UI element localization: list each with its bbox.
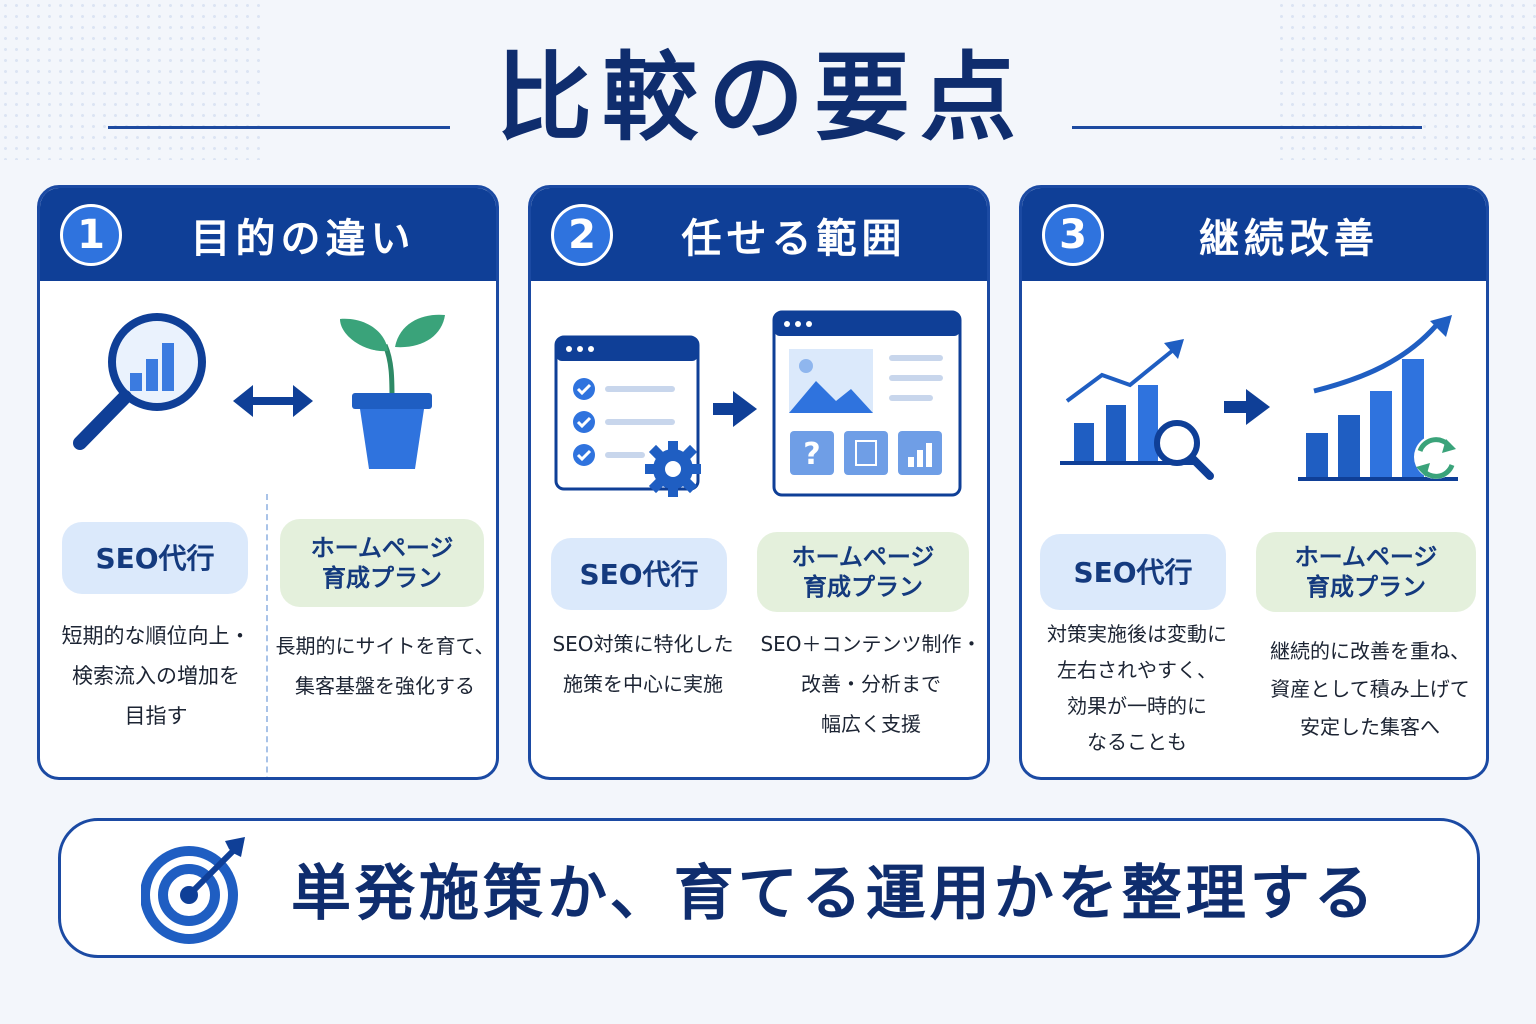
title-rule-left [108,126,450,129]
card-purpose: 1 目的の違い SEO代行 ホームページ 育成プラン 短期的な順位向上・ 検索流… [37,185,499,780]
card-number: 2 [551,204,613,266]
card-continuous-improvement: 3 継続改善 [1019,185,1489,780]
purpose-illustration [73,313,445,469]
checklist-window-icon [554,335,700,491]
card-scope: 2 任せる範囲 [528,185,990,780]
card-title: 継続改善 [1199,215,1379,262]
desc-homepage-plan: SEO＋コンテンツ制作・ 改善・分析まで 幅広く支援 [760,632,982,736]
website-layout-icon: ? [772,310,962,497]
growth-chart-refresh-icon [1298,315,1458,481]
magnifier-chart-icon [73,313,206,450]
card-title: 任せる範囲 [681,215,907,262]
card-title: 目的の違い [190,215,416,262]
desc-homepage-plan: 継続的に改善を重ね、 資産として積み上げて 安定した集客へ [1270,639,1470,739]
label-homepage-plan: ホームページ 育成プラン [1256,532,1476,612]
label-homepage-plan: ホームページ 育成プラン [757,532,969,612]
desc-homepage-plan: 長期的にサイトを育て、 集客基盤を強化する [275,634,495,698]
card-header: 1 目的の違い [40,188,496,281]
gear-icon [645,441,701,497]
summary-banner: 単発施策か、育てる運用かを整理する [58,818,1480,958]
card-number: 3 [1042,204,1104,266]
label-seo-agency: SEO代行 [62,522,248,594]
target-icon [141,837,245,944]
arrow-right-icon [713,391,757,427]
banner-message: 単発施策か、育てる運用かを整理する [291,858,1378,929]
dot-pattern-decoration [1276,0,1536,160]
dashed-divider [266,494,268,777]
card-header: 3 継続改善 [1022,188,1486,281]
scope-illustration: ? [554,310,962,497]
arrow-right-icon [1224,389,1270,425]
label-seo-agency: SEO代行 [1040,534,1226,610]
double-arrow-icon [233,385,313,417]
dot-pattern-decoration [0,0,260,160]
card-header: 2 任せる範囲 [531,188,987,281]
label-homepage-plan: ホームページ 育成プラン [280,519,484,607]
desc-seo-agency: 短期的な順位向上・ 検索流入の増加を 目指す [61,624,251,728]
page-title: 比較の要点 [496,42,1026,154]
title-rule-right [1072,126,1422,129]
header: 比較の要点 [0,30,1536,170]
desc-seo-agency: 対策実施後は変動に 左右されやすく、 効果が一時的に なることも [1047,622,1227,754]
label-seo-agency: SEO代行 [551,538,727,610]
plant-pot-icon [340,314,445,469]
rising-bar-chart-icon [1060,339,1214,480]
improvement-illustration [1060,315,1458,481]
card-number: 1 [60,204,122,266]
svg-text:?: ? [803,437,820,472]
desc-seo-agency: SEO対策に特化した 施策を中心に実施 [552,632,734,696]
